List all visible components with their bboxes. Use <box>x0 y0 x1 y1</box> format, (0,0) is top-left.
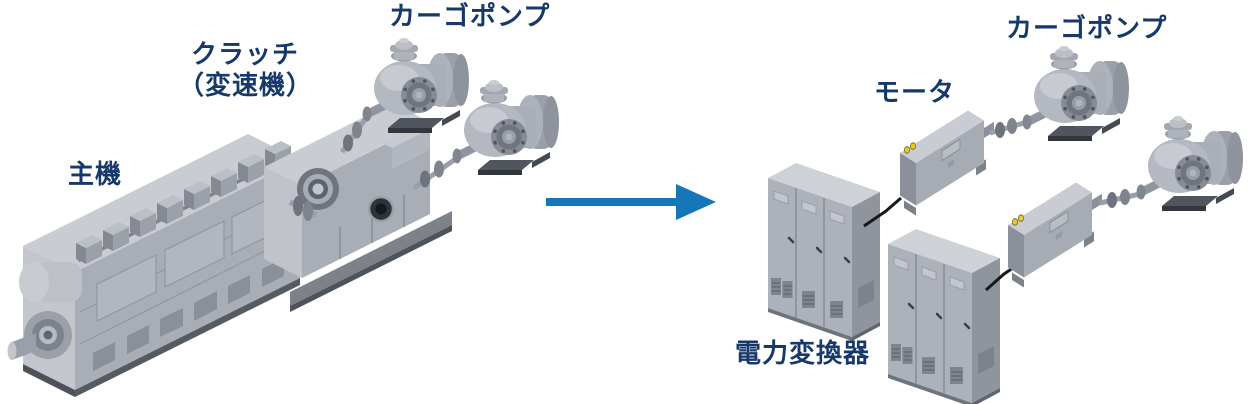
power-converter-illustration-2 <box>886 227 1002 404</box>
power-converter-illustration-1 <box>766 161 882 343</box>
main-engine-label: 主機 <box>68 159 123 189</box>
motor-illustration-1 <box>899 109 995 217</box>
power-converter-label: 電力変換器 <box>735 338 871 368</box>
transition-arrow <box>546 184 716 220</box>
clutch-to-pump-shaft-2 <box>412 155 459 191</box>
cargo-pump-illustration-right-2 <box>1136 116 1243 211</box>
clutch-to-pump-shaft-1 <box>339 116 369 154</box>
electric-system-illustration <box>766 46 1243 404</box>
conventional-system-illustration <box>7 38 559 397</box>
clutch-label: クラッチ （変速機） <box>178 39 312 101</box>
motor-illustration-2 <box>1007 181 1103 289</box>
cargo-pump-illustration-right-1 <box>1022 46 1129 141</box>
clutch-label-line2: （変速機） <box>178 70 314 100</box>
main-engine-illustration <box>7 134 300 397</box>
cargo-pump-label-right: カーゴポンプ <box>1006 13 1168 43</box>
motor-to-pump-shaft-1 <box>989 118 1028 138</box>
clutch-label-line1: クラッチ <box>190 39 299 69</box>
motor-label: モータ <box>874 77 956 107</box>
cargo-pump-label-left: カーゴポンプ <box>389 1 551 31</box>
engine-to-clutch-shaft <box>288 196 318 221</box>
cargo-pump-illustration-left-2 <box>452 80 559 175</box>
motor-to-pump-shaft-2 <box>1099 189 1141 208</box>
power-cable-1 <box>863 196 902 228</box>
